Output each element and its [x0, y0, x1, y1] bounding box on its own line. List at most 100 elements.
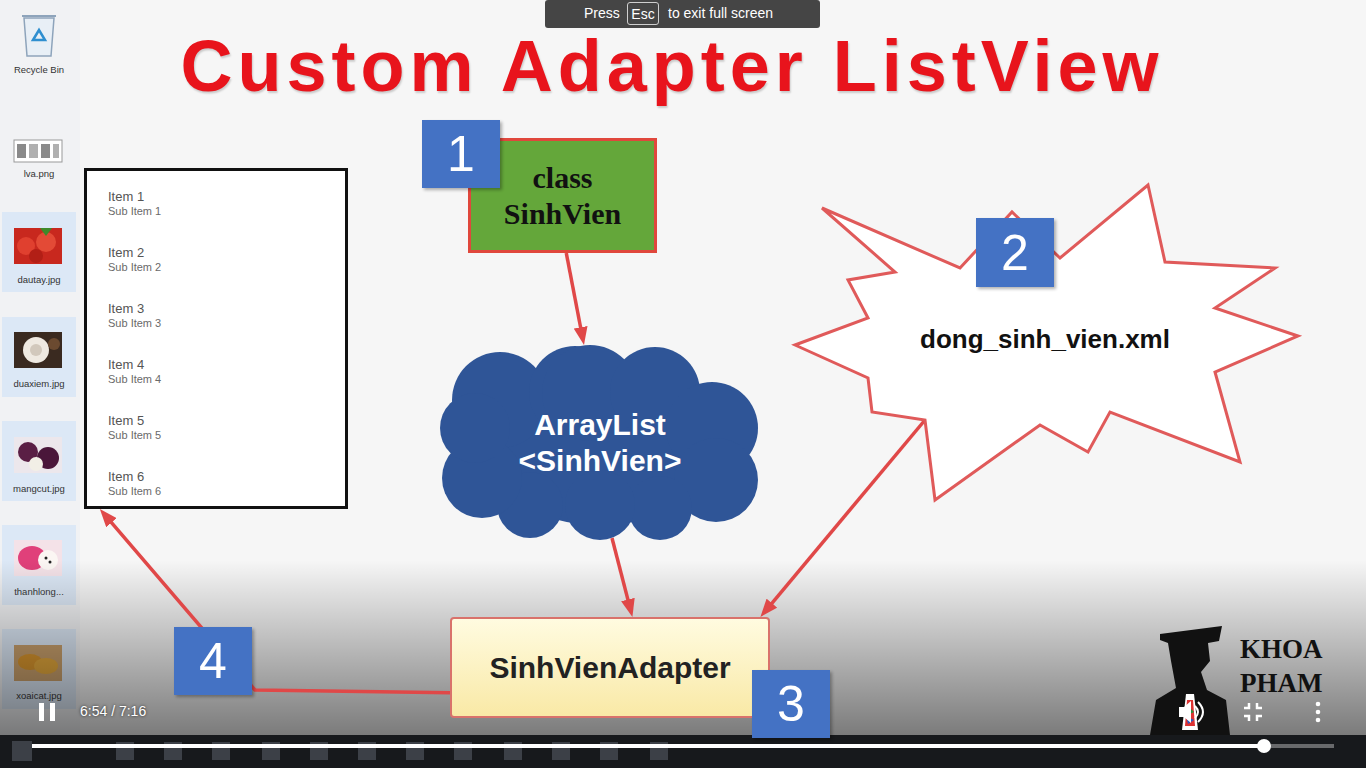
decoration [1179, 701, 1191, 723]
listview-mockup: Item 1Sub Item 1Item 2Sub Item 2Item 3Su… [84, 168, 348, 509]
desktop-icon-label: thanhlong... [2, 586, 76, 597]
node-text: SinhVienAdapter [489, 650, 730, 686]
fullscreen-hint-text: to exit full screen [668, 5, 773, 21]
desktop-icon-label: duaxiem.jpg [2, 378, 76, 389]
decoration [1198, 702, 1203, 722]
decoration [1150, 626, 1230, 735]
list-item-subtitle: Sub Item 1 [108, 205, 337, 218]
decoration [12, 741, 32, 761]
key-cap: Esc [627, 2, 659, 25]
callout-number: 3 [752, 670, 830, 738]
arraylist-cloud: ArrayList <SinhVien> [440, 345, 760, 540]
decoration [628, 476, 692, 540]
image-icon [14, 140, 62, 162]
node-text: class SinhVien [477, 160, 648, 232]
decoration [1257, 716, 1262, 721]
list-item-title: Item 3 [108, 301, 337, 317]
list-item-subtitle: Sub Item 6 [108, 485, 337, 498]
logo-text: PHAM [1240, 668, 1322, 699]
decoration [565, 470, 635, 540]
decoration [14, 140, 62, 162]
decoration [14, 332, 62, 368]
list-item-title: Item 5 [108, 413, 337, 429]
list-item-title: Item 4 [108, 357, 337, 373]
list-item-subtitle: Sub Item 2 [108, 261, 337, 274]
mangosteen-thumbnail [14, 437, 62, 473]
cloud-shape [440, 345, 760, 540]
decoration [39, 703, 44, 721]
desktop-icon-label: Recycle Bin [2, 64, 76, 75]
decoration [41, 144, 50, 158]
desktop-icon-label: xoaicat.jpg [2, 690, 76, 701]
starburst-outline [795, 185, 1298, 500]
decoration [22, 15, 56, 17]
decoration [48, 338, 60, 350]
decoration [23, 337, 49, 363]
decoration [2, 421, 76, 501]
slide-title: Custom Adapter ListView [0, 30, 1344, 102]
decoration [1244, 716, 1249, 721]
text-group: Item 1Sub Item 1Item 2Sub Item 2Item 3Su… [108, 189, 337, 498]
decoration [33, 30, 45, 40]
decoration [1244, 703, 1249, 708]
decoration [24, 18, 54, 56]
decoration [2, 212, 76, 292]
list-item-subtitle: Sub Item 4 [108, 373, 337, 386]
decoration [17, 144, 26, 158]
callout-number: 2 [976, 218, 1054, 287]
coconut-thumbnail [14, 332, 62, 368]
list-item-title: Item 1 [108, 189, 337, 205]
decoration [50, 703, 55, 721]
decoration [30, 344, 42, 356]
fullscreen-hint-text: Press [584, 5, 620, 21]
node-text: ArrayList <SinhVien> [490, 407, 710, 479]
flow-arrow [566, 253, 581, 333]
text-group: ArrayList <SinhVien> [490, 407, 710, 479]
decoration [2, 317, 76, 397]
progress-played [32, 744, 1264, 748]
cloud-shape [440, 345, 758, 540]
pause-icon [39, 703, 55, 721]
decoration [440, 393, 510, 463]
logo-text: KHOA [1240, 634, 1323, 665]
node-text: dong_sinh_vien.xml [920, 324, 1170, 355]
decoration [14, 228, 62, 264]
decoration [1316, 710, 1321, 715]
text-group: class SinhVien [477, 160, 648, 232]
list-item-title: Item 6 [108, 469, 337, 485]
adapter-box: SinhVienAdapter [450, 617, 770, 718]
decoration [1316, 718, 1321, 723]
volume-icon [1179, 701, 1203, 723]
flow-arrow [612, 538, 629, 605]
list-item-subtitle: Sub Item 3 [108, 317, 337, 330]
desktop-icon-label: dautay.jpg [2, 274, 76, 285]
callout-number: 4 [174, 627, 252, 695]
decoration [1316, 702, 1321, 707]
logo-silhouette [1150, 626, 1230, 735]
decoration [1195, 706, 1198, 718]
list-item-subtitle: Sub Item 5 [108, 429, 337, 442]
text-group: SinhVienAdapter [489, 650, 730, 686]
decoration [14, 437, 62, 473]
desktop-icon-label: mangcut.jpg [2, 483, 76, 494]
decoration [29, 249, 43, 263]
list-item-title: Item 2 [108, 245, 337, 261]
player-shade [0, 560, 1366, 735]
strawberry-thumbnail [14, 228, 62, 264]
decoration [40, 228, 52, 236]
callout-number: 1 [422, 120, 500, 188]
text-group: dong_sinh_vien.xml [920, 324, 1170, 355]
exit-fullscreen-icon [1244, 703, 1262, 721]
video-time: 6:54 / 7:16 [80, 703, 146, 719]
recycle-bin-icon [22, 16, 56, 56]
decoration [29, 144, 38, 158]
progress-knob [1257, 739, 1271, 753]
decoration [29, 457, 43, 471]
decoration [45, 557, 48, 560]
taskbar [0, 735, 1366, 768]
decoration [1257, 703, 1262, 708]
desktop-icon-label: lva.png [2, 168, 76, 179]
progress-track [32, 744, 1334, 748]
